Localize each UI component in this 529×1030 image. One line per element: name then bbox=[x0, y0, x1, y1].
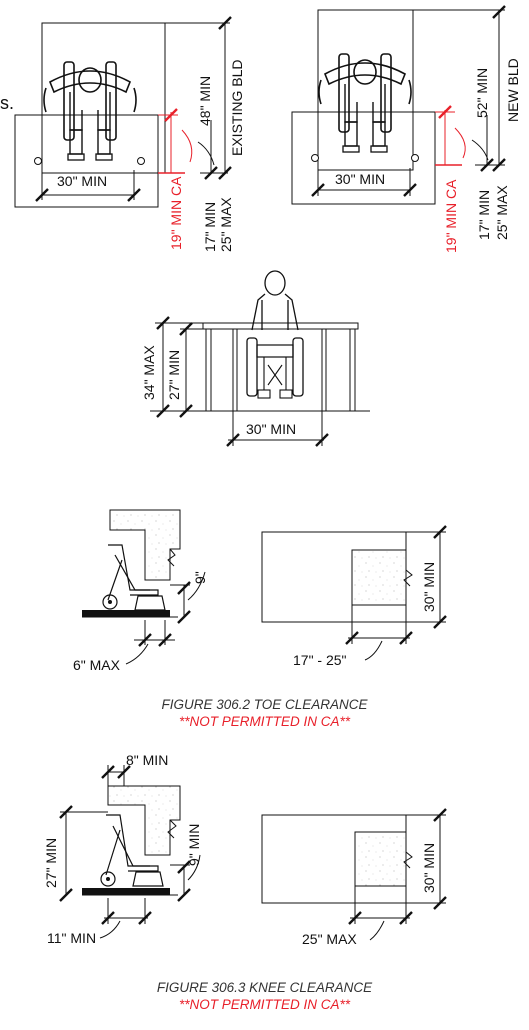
plan-depth-label: 25" MAX bbox=[302, 931, 357, 947]
toe-min-label: 17" MIN bbox=[476, 189, 492, 240]
depth-note-label: EXISTING BLD bbox=[229, 59, 245, 156]
depth-note-label: NEW BLD bbox=[505, 58, 521, 122]
toe-clearance-plan bbox=[261, 524, 448, 661]
plan-new-building bbox=[291, 4, 507, 205]
text-fragment: s. bbox=[0, 93, 15, 113]
toe-height-label: 9" MIN bbox=[186, 823, 202, 866]
knee-clearance-plan bbox=[261, 807, 448, 941]
caption-title: FIGURE 306.2 TOE CLEARANCE bbox=[161, 697, 368, 712]
caption-title: FIGURE 306.3 KNEE CLEARANCE bbox=[156, 980, 373, 995]
caption-note: **NOT PERMITTED IN CA** bbox=[178, 997, 351, 1012]
knee-height-label: 27" MIN bbox=[43, 837, 59, 888]
knee-depth-label: 11" MIN bbox=[47, 930, 97, 946]
width-dim-label: 30" MIN bbox=[57, 173, 108, 189]
plan-depth-label: 17" - 25" bbox=[293, 652, 347, 668]
top-dim-label: 8" MIN bbox=[126, 752, 169, 768]
width-dim-label: 30" MIN bbox=[335, 171, 386, 187]
height-min-label: 27" MIN bbox=[166, 349, 182, 400]
ca-dim-label: 19" MIN CA bbox=[443, 179, 459, 253]
knee-clearance-section bbox=[58, 764, 201, 939]
plan-existing-building bbox=[14, 15, 233, 208]
toe-min-label: 17" MIN bbox=[202, 201, 218, 252]
height-max-label: 34" MAX bbox=[141, 345, 157, 400]
ca-dim-label: 19" MIN CA bbox=[168, 176, 184, 250]
depth-dim-label: 52" MIN bbox=[474, 67, 490, 118]
figure-caption-toe: FIGURE 306.2 TOE CLEARANCE **NOT PERMITT… bbox=[0, 696, 529, 730]
toe-height-label: 9" bbox=[192, 571, 208, 584]
front-view-table bbox=[150, 270, 370, 448]
figure-caption-knee: FIGURE 306.3 KNEE CLEARANCE **NOT PERMIT… bbox=[0, 979, 529, 1013]
caption-note: **NOT PERMITTED IN CA** bbox=[178, 714, 351, 729]
width-dim-label: 30" MIN bbox=[246, 421, 297, 437]
plan-width-label: 30" MIN bbox=[421, 561, 437, 612]
depth-dim-label: 48" MIN bbox=[197, 75, 213, 126]
toe-max-label: 25" MAX bbox=[494, 185, 510, 240]
toe-max-label: 25" MAX bbox=[218, 197, 234, 252]
toe-clearance-section bbox=[82, 509, 206, 665]
toe-depth-label: 6" MAX bbox=[73, 657, 120, 673]
plan-width-label: 30" MIN bbox=[421, 842, 437, 893]
